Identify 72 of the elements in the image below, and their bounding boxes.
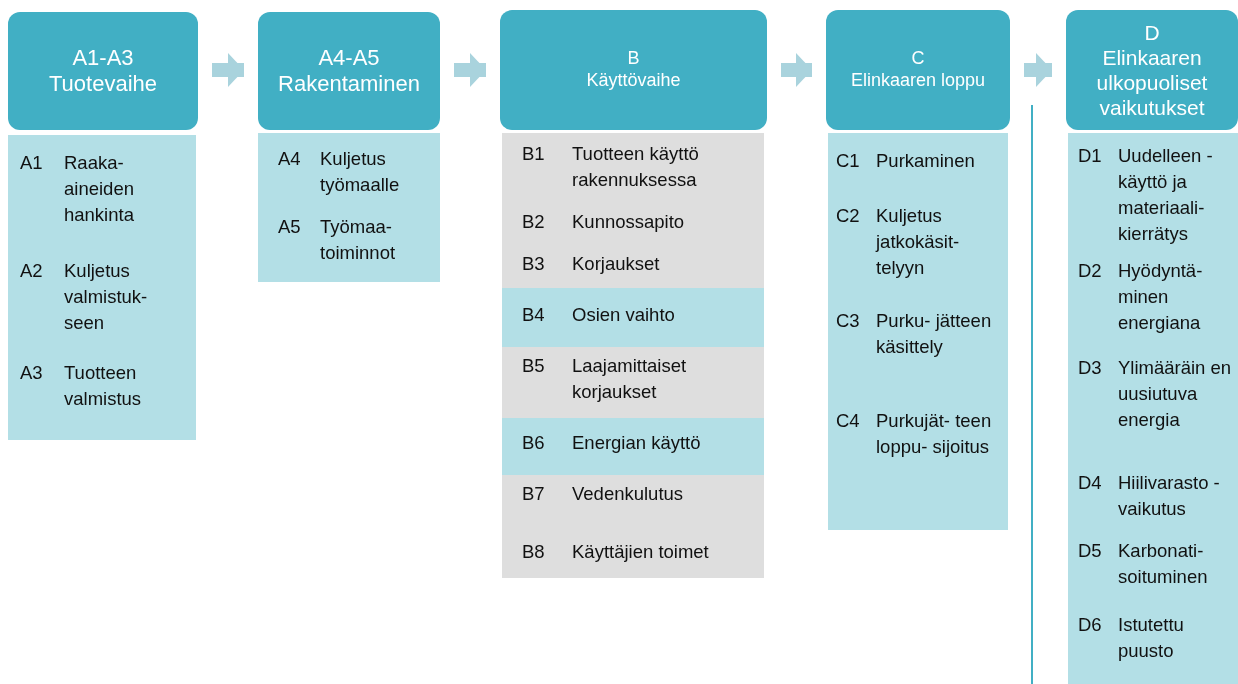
item-text: Laajamittaiset korjaukset	[572, 354, 688, 404]
stage-panel	[502, 133, 764, 578]
item-text: Kuljetus työmaalle	[320, 147, 401, 197]
stage-title: Tuotevaihe	[48, 71, 157, 98]
stage-header	[826, 10, 1010, 130]
arrow	[1024, 53, 1052, 87]
stage-panel	[1068, 133, 1238, 684]
item-text: Hyödyntä- minen energiana	[1118, 259, 1204, 335]
item-code: B4	[522, 303, 545, 327]
item-code: D5	[1078, 539, 1102, 563]
arrow	[212, 53, 244, 87]
item-code: D3	[1078, 356, 1102, 380]
item-text: Uudelleen -käyttö ja materiaali- kierrätys	[1118, 144, 1214, 246]
item-code: B5	[522, 354, 545, 378]
item-text: Kuljetus jatkokäsit- telyyn	[876, 204, 961, 280]
item-text: Energian käyttö	[572, 431, 702, 455]
stage-title: Rakentaminen	[278, 71, 420, 98]
item-code: A2	[20, 259, 43, 283]
item-code: B6	[522, 431, 545, 455]
stage-code: B	[627, 48, 640, 70]
item-code: D4	[1078, 471, 1102, 495]
item-code: C3	[836, 309, 860, 333]
stage-header	[8, 12, 198, 130]
item-code: D6	[1078, 613, 1102, 637]
stage-header	[258, 12, 440, 130]
stage-title: Elinkaaren ulkopuoliset vaikutukset	[1095, 44, 1209, 121]
item-text: Tuotteen valmistus	[64, 361, 143, 411]
item-code: B2	[522, 210, 545, 234]
item-code: A1	[20, 151, 43, 175]
item-text: Kuljetus valmistuk- seen	[64, 259, 149, 335]
row-band	[502, 418, 764, 475]
stage-code: C	[911, 48, 925, 70]
arrow	[454, 53, 486, 87]
item-code: C4	[836, 409, 860, 433]
item-text: Istutettu puusto	[1118, 613, 1185, 663]
item-text: Karbonati- soituminen	[1118, 539, 1209, 589]
item-code: B3	[522, 252, 545, 276]
item-text: Purkujät- teen loppu- sijoitus	[876, 409, 993, 459]
stage-panel	[8, 135, 196, 440]
arrow	[781, 53, 812, 87]
item-text: Ylimääräin en uusiutuva energia	[1118, 356, 1233, 432]
stage-title: Käyttövaihe	[586, 70, 681, 92]
item-text: Purku- jätteen käsittely	[876, 309, 993, 359]
item-code: A5	[278, 215, 301, 239]
item-code: B8	[522, 540, 545, 564]
item-code: D2	[1078, 259, 1102, 283]
stage-panel	[258, 133, 440, 282]
item-text: Korjaukset	[572, 252, 661, 276]
row-band	[502, 288, 764, 347]
stage-header	[500, 10, 767, 130]
item-text: Käyttäjien toimet	[572, 540, 710, 564]
item-text: Kunnossapito	[572, 210, 686, 234]
item-code: B1	[522, 142, 545, 166]
stage-code: D	[1144, 19, 1160, 45]
item-text: Vedenkulutus	[572, 482, 685, 506]
item-text: Hiilivarasto -vaikutus	[1118, 471, 1221, 521]
stage-header	[1066, 10, 1238, 130]
stage-title: Elinkaaren loppu	[850, 70, 986, 92]
item-code: A4	[278, 147, 301, 171]
stage-panel	[828, 133, 1008, 530]
item-code: B7	[522, 482, 545, 506]
item-text: Tuotteen käyttö rakennuksessa	[572, 142, 700, 192]
stage-code: A4-A5	[318, 44, 380, 71]
item-code: C2	[836, 204, 860, 228]
stage-code: A1-A3	[72, 44, 134, 71]
item-code: D1	[1078, 144, 1102, 168]
item-code: A3	[20, 361, 43, 385]
item-text: Työmaa- toiminnot	[320, 215, 397, 265]
item-text: Purkaminen	[876, 149, 976, 173]
item-text: Osien vaihto	[572, 303, 676, 327]
item-text: Raaka- aineiden hankinta	[64, 151, 135, 227]
item-code: C1	[836, 149, 860, 173]
